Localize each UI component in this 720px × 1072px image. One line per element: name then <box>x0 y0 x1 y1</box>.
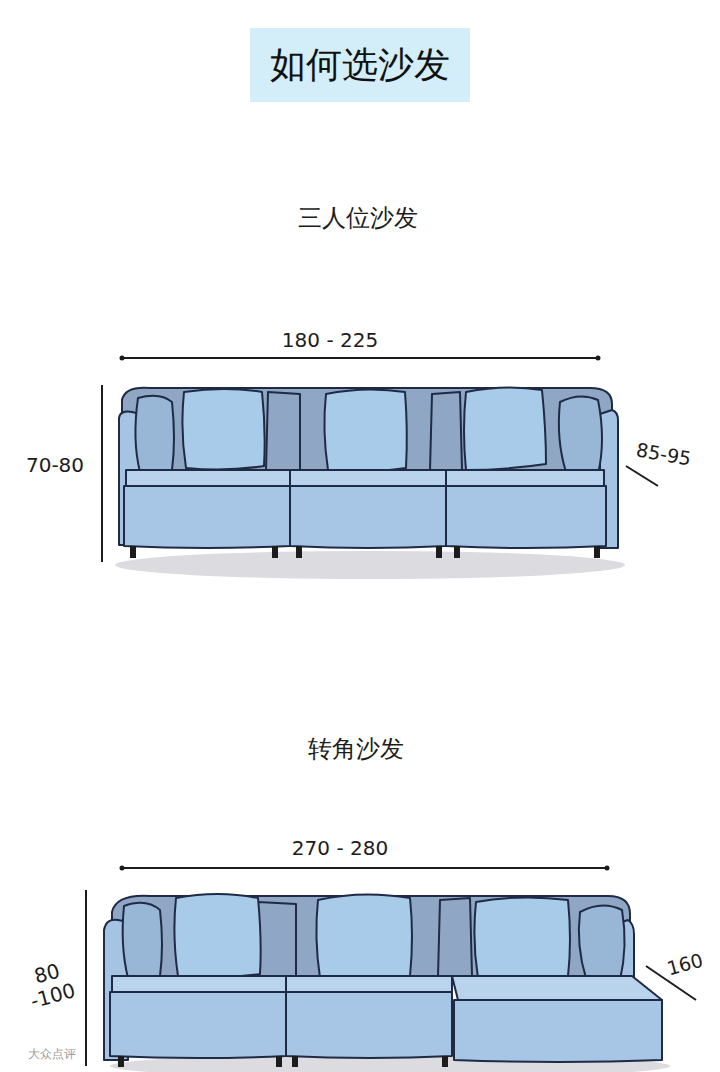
dimension-label: 160 <box>665 950 706 980</box>
title-box: 如何选沙发 <box>250 28 470 102</box>
dimension-label: 270 - 280 <box>292 837 388 860</box>
dimension-lines <box>86 357 696 1067</box>
dimension-label: 80 -100 <box>19 956 81 1014</box>
corner-sofa <box>104 894 662 1062</box>
watermark: 大众点评 <box>28 1048 76 1062</box>
sofa-legs <box>118 1056 448 1067</box>
section-heading: 转角沙发 <box>308 736 404 764</box>
sofa-legs <box>130 546 600 558</box>
dimension-label: 70-80 <box>26 454 84 477</box>
title: 如何选沙发 <box>270 44 450 85</box>
dimension-label: 85-95 <box>635 439 693 470</box>
section-heading: 三人位沙发 <box>298 205 418 233</box>
dimension-label: 180 - 225 <box>282 329 378 352</box>
three-seat-sofa <box>119 387 618 548</box>
floor-shadow <box>115 551 625 579</box>
